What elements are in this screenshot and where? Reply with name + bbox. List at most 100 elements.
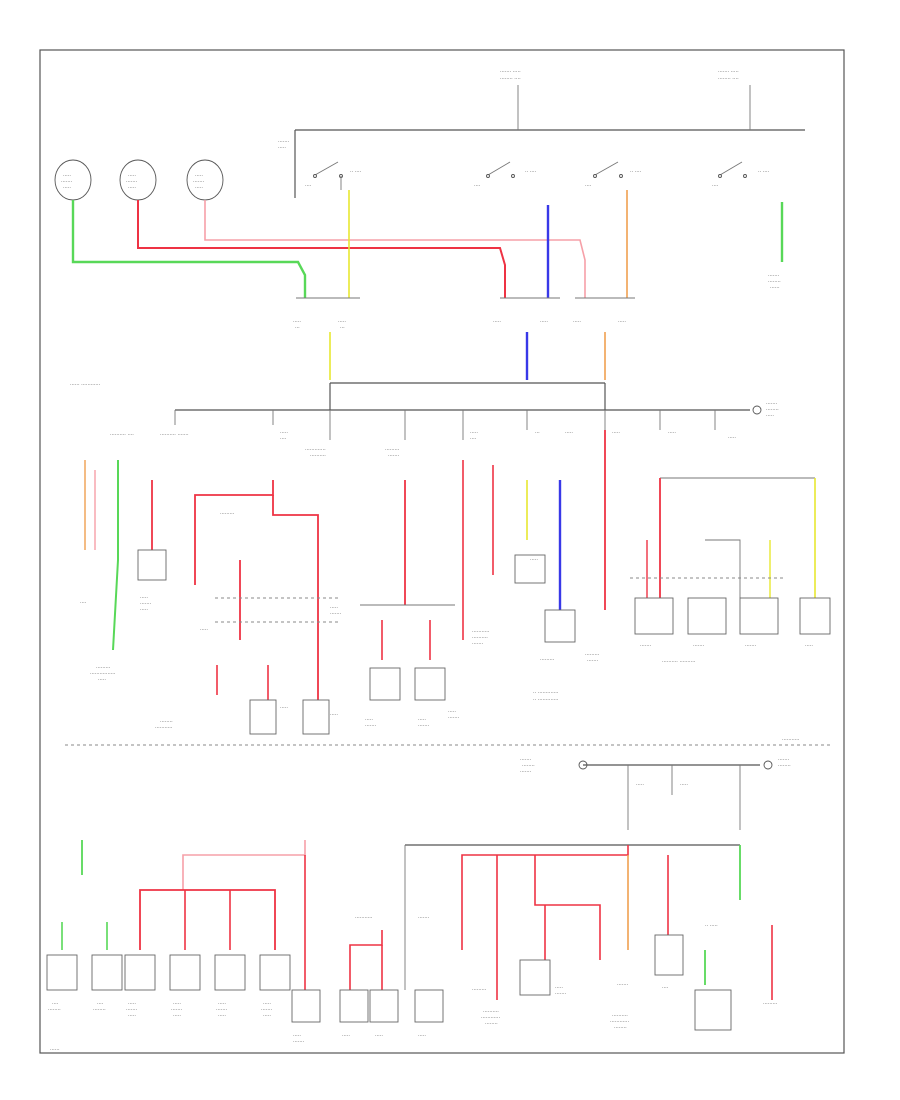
svg-text:.......: ....... [448,714,460,720]
svg-text:.......: ....... [472,640,484,646]
svg-text:................: ................ [90,670,116,676]
svg-text:...........: ........... [472,628,490,634]
svg-text:.....: ..... [342,1032,350,1038]
svg-text:.....: ..... [540,318,548,324]
svg-text:.....: ..... [365,716,373,722]
svg-text:..........: .......... [310,452,326,458]
svg-text:.....: ..... [263,1000,271,1006]
svg-text:.......: ....... [193,178,205,184]
svg-text:.. .............: .. ............. [533,696,559,702]
svg-text:..........: .......... [472,634,488,640]
svg-text:.......: ....... [261,1006,273,1012]
svg-text:....: .... [712,182,719,188]
svg-text:........: ........ [766,406,779,412]
lower-power-bus: ...................... ............... .… [405,756,791,846]
svg-text:.......: ....... [365,722,377,728]
svg-text:...........: ........... [155,724,173,730]
svg-text:.........: ......... [385,446,400,452]
wire-red-mid-right: ................ .. ............... ....… [533,430,606,702]
svg-text:.....: ..... [573,318,581,324]
svg-text:.. ....: .. .... [630,168,642,174]
svg-text:.........: ......... [585,651,600,657]
svg-text:....: .... [662,984,669,990]
svg-text:.......: ....... [768,272,780,278]
svg-text:....: .... [280,435,287,441]
svg-text:.....: ..... [98,676,106,682]
bottom-left-devices: ............ ............ [46,840,123,1012]
svg-text:.......: ....... [126,178,138,184]
svg-text:.......: ....... [587,657,599,663]
svg-text:....: .... [474,182,481,188]
relay-switch-4: ...... .... [712,161,770,188]
svg-text:.. ....: .. .... [525,168,537,174]
svg-text:.....: ..... [493,318,501,324]
svg-text:.........: ......... [96,664,111,670]
svg-text:.......... ..........: .......... .......... [662,658,696,664]
svg-text:............: ............ [481,1014,500,1020]
svg-text:....... .....: ....... ..... [500,68,521,74]
mid-labels: .......... .... .......... ....... .....… [110,429,736,458]
svg-text:.. ....: .. .... [350,168,362,174]
svg-text:.......: ....... [126,1006,138,1012]
svg-text:........: ........ [160,718,173,724]
svg-text:........: ........ [93,1006,106,1012]
svg-text:.........: ......... [220,510,235,516]
svg-text:.....: ..... [195,184,203,190]
wire-green-right: ..................... [768,202,784,290]
svg-text:.....: ..... [128,1012,136,1018]
svg-text:.......: ....... [330,610,342,616]
svg-text:.....: ..... [668,429,676,435]
wire-red-463: ............................ ...........… [448,460,490,720]
svg-text:.....: ..... [418,716,426,722]
svg-text:.....: ..... [200,626,208,632]
svg-text:.....: ..... [173,1012,181,1018]
svg-text:.. .....: .. ..... [705,922,718,928]
svg-text:..........: .......... [612,1012,628,1018]
mid-branch-drops: .................... [174,400,779,440]
wire-orange-left [84,460,96,550]
fuse-block-center: .......... [493,297,560,380]
svg-text:.....: ..... [128,184,136,190]
svg-text:.....: ..... [375,1032,383,1038]
svg-text:....: .... [97,1000,104,1006]
svg-text:.....: ..... [680,781,688,787]
svg-text:.......: ....... [171,1006,183,1012]
fusible-link-top-center: ....... ..... ........ .... [500,68,521,130]
svg-text:...: ... [535,429,540,435]
svg-text:.......: ....... [418,722,430,728]
svg-text:.....: ..... [636,781,644,787]
svg-text:.....: ..... [128,172,136,178]
connector-oval-2: ................. [119,159,157,201]
svg-text:...........: ........... [355,914,373,920]
svg-text:.....: ..... [618,318,626,324]
svg-text:..........: .......... [483,1008,499,1014]
svg-text:.......: ....... [693,642,705,648]
svg-text:.............: ............. [305,446,326,452]
fuse-block-left: ........ ........ [293,297,360,380]
svg-text:........ ....: ........ .... [500,75,521,81]
connector-oval-3: ................. [186,159,224,201]
svg-text:.. .............: .. ............. [533,689,559,695]
svg-text:.......: ....... [520,768,532,774]
svg-text:.....: ..... [612,429,620,435]
wire-red-center: ............ ............ [360,480,455,728]
svg-text:.......: ....... [418,914,430,920]
svg-text:.........: ......... [540,656,555,662]
svg-text:....... .....: ....... ..... [718,68,739,74]
svg-text:.......: ....... [61,178,73,184]
wire-green-main [71,200,307,298]
svg-text:.....: ..... [173,1000,181,1006]
svg-text:.....: ..... [218,1012,226,1018]
svg-text:.....: ..... [565,429,573,435]
svg-text:.....: ..... [530,556,538,562]
svg-text:.....: ..... [63,184,71,190]
wire-yellow-mid: ..... [514,480,546,584]
svg-text:.......: ....... [140,600,152,606]
bottom-right-devices: ......... ..............................… [461,845,778,1031]
svg-text:....: .... [80,599,87,605]
relay-switch-2: .... .. .... [474,161,537,188]
svg-text:........: ........ [522,762,535,768]
mid-power-bus: ...... ............ [70,381,750,411]
svg-text:.....: ..... [766,412,774,418]
svg-text:....: .... [52,1000,59,1006]
